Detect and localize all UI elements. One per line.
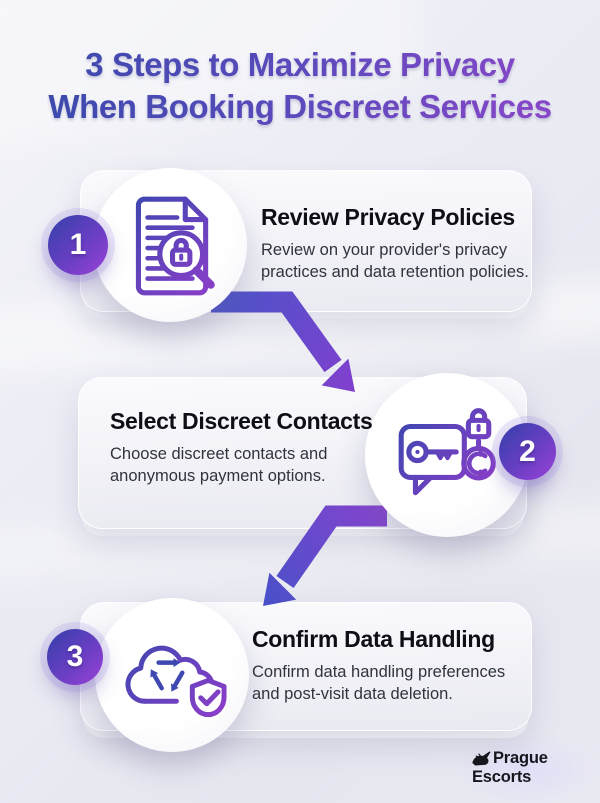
brand-logo: Prague <box>472 749 548 768</box>
page-title: 3 Steps to Maximize Privacy When Booking… <box>0 44 600 128</box>
step-number: 2 <box>519 434 536 468</box>
step-heading-2: Select Discreet Contacts <box>110 408 373 434</box>
bird-icon <box>472 751 491 766</box>
page-title-line2: When Booking Discreet Services <box>48 88 552 126</box>
step-text-2: Select Discreet Contacts Choose discreet… <box>110 408 420 488</box>
logo-glow <box>452 733 600 803</box>
step-heading-3: Confirm Data Handling <box>252 626 495 652</box>
step-description-1: Review on your provider's privacy practi… <box>261 241 529 281</box>
step-heading-1: Review Privacy Policies <box>261 204 515 230</box>
page-title-line1: 3 Steps to Maximize Privacy <box>85 46 515 83</box>
step-number-badge-2: 2 <box>499 423 556 480</box>
chat-key-payment-icon <box>398 408 496 496</box>
brand-name-line1: Prague <box>493 749 548 767</box>
step-icon-circle-1 <box>93 168 247 322</box>
step-icon-circle-3 <box>95 598 249 752</box>
brand-name-line2: Escorts <box>472 768 532 786</box>
arrow-down-right-icon <box>211 291 355 392</box>
arrow-down-left-icon <box>263 505 387 606</box>
step-description-3: Confirm data handling preferences and po… <box>252 663 506 703</box>
cloud-recycle-shield-icon <box>125 645 227 718</box>
document-magnifier-lock-icon <box>135 196 215 296</box>
step-text-3: Confirm Data Handling Confirm data handl… <box>252 626 542 706</box>
step-number: 1 <box>69 228 87 261</box>
step-number: 3 <box>66 640 84 673</box>
step-text-1: Review Privacy Policies Review on your p… <box>261 204 533 284</box>
step-number-badge-3: 3 <box>47 629 103 685</box>
step-number-badge-1: 1 <box>48 215 108 275</box>
step-description-2: Choose discreet contacts and anonymous p… <box>110 445 328 485</box>
